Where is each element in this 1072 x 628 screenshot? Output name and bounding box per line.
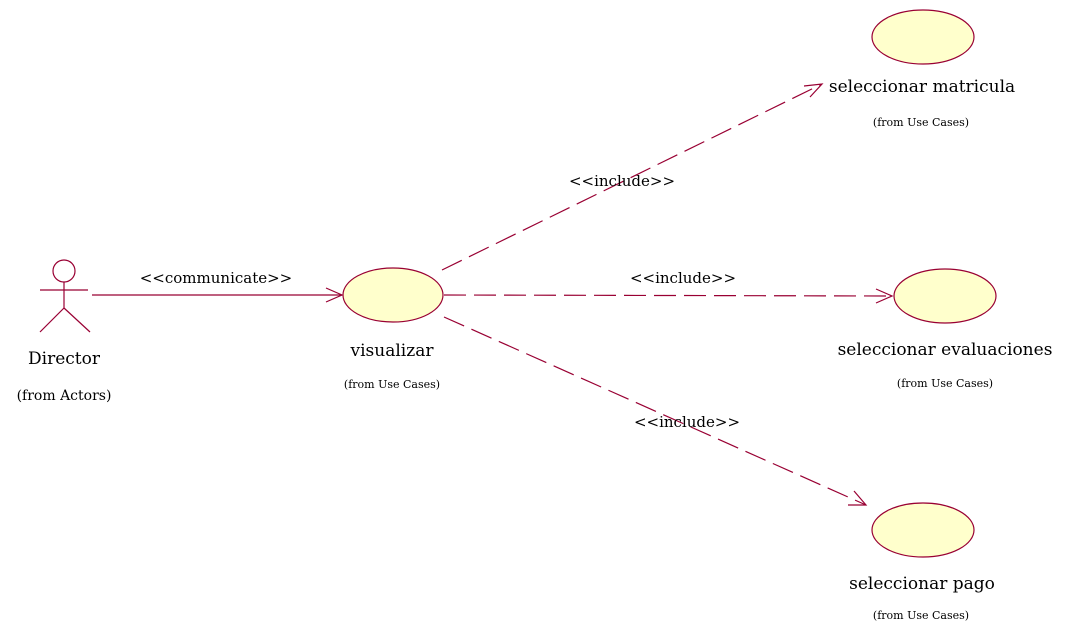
include-line	[441, 83, 823, 271]
include-evaluaciones[interactable]: <<include>>	[443, 269, 894, 304]
use-case-seleccionar-evaluaciones[interactable]: seleccionar evaluaciones (from Use Cases…	[838, 268, 1053, 390]
use-case-name: visualizar	[350, 341, 435, 361]
actor-origin: (from Actors)	[17, 388, 112, 404]
actor-left-leg	[39, 307, 65, 333]
include-arrowhead	[875, 288, 894, 304]
actor-head	[52, 259, 76, 283]
use-case-seleccionar-matricula[interactable]: seleccionar matricula (from Use Cases)	[829, 9, 1015, 129]
include-line	[443, 316, 867, 506]
use-case-ellipse	[871, 9, 975, 65]
actor-director[interactable]: Director (from Actors)	[17, 259, 112, 404]
use-case-visualizar[interactable]: visualizar (from Use Cases)	[342, 267, 444, 391]
use-case-seleccionar-pago[interactable]: seleccionar pago (from Use Cases)	[849, 502, 995, 622]
use-case-ellipse	[342, 267, 444, 323]
include-matricula[interactable]: <<include>>	[441, 83, 824, 271]
use-case-ellipse	[871, 502, 975, 558]
use-case-origin: (from Use Cases)	[873, 116, 969, 129]
use-case-name: seleccionar evaluaciones	[838, 340, 1053, 360]
include-label: <<include>>	[634, 413, 740, 431]
include-arrowhead	[803, 83, 824, 98]
actor-right-leg	[63, 307, 91, 333]
use-case-origin: (from Use Cases)	[873, 609, 969, 622]
association-arrowhead	[325, 287, 344, 303]
association-communicate[interactable]: <<communicate>>	[92, 269, 344, 303]
use-case-origin: (from Use Cases)	[897, 377, 993, 390]
include-line	[443, 294, 893, 297]
use-case-name: seleccionar matricula	[829, 77, 1015, 97]
use-case-origin: (from Use Cases)	[344, 378, 440, 391]
actor-name: Director	[28, 349, 101, 369]
include-pago[interactable]: <<include>>	[443, 316, 868, 506]
use-case-ellipse	[893, 268, 997, 324]
use-case-name: seleccionar pago	[849, 574, 995, 594]
communicate-label: <<communicate>>	[140, 269, 293, 287]
include-arrowhead	[848, 490, 868, 506]
include-label: <<include>>	[569, 172, 675, 190]
include-label: <<include>>	[630, 269, 736, 287]
